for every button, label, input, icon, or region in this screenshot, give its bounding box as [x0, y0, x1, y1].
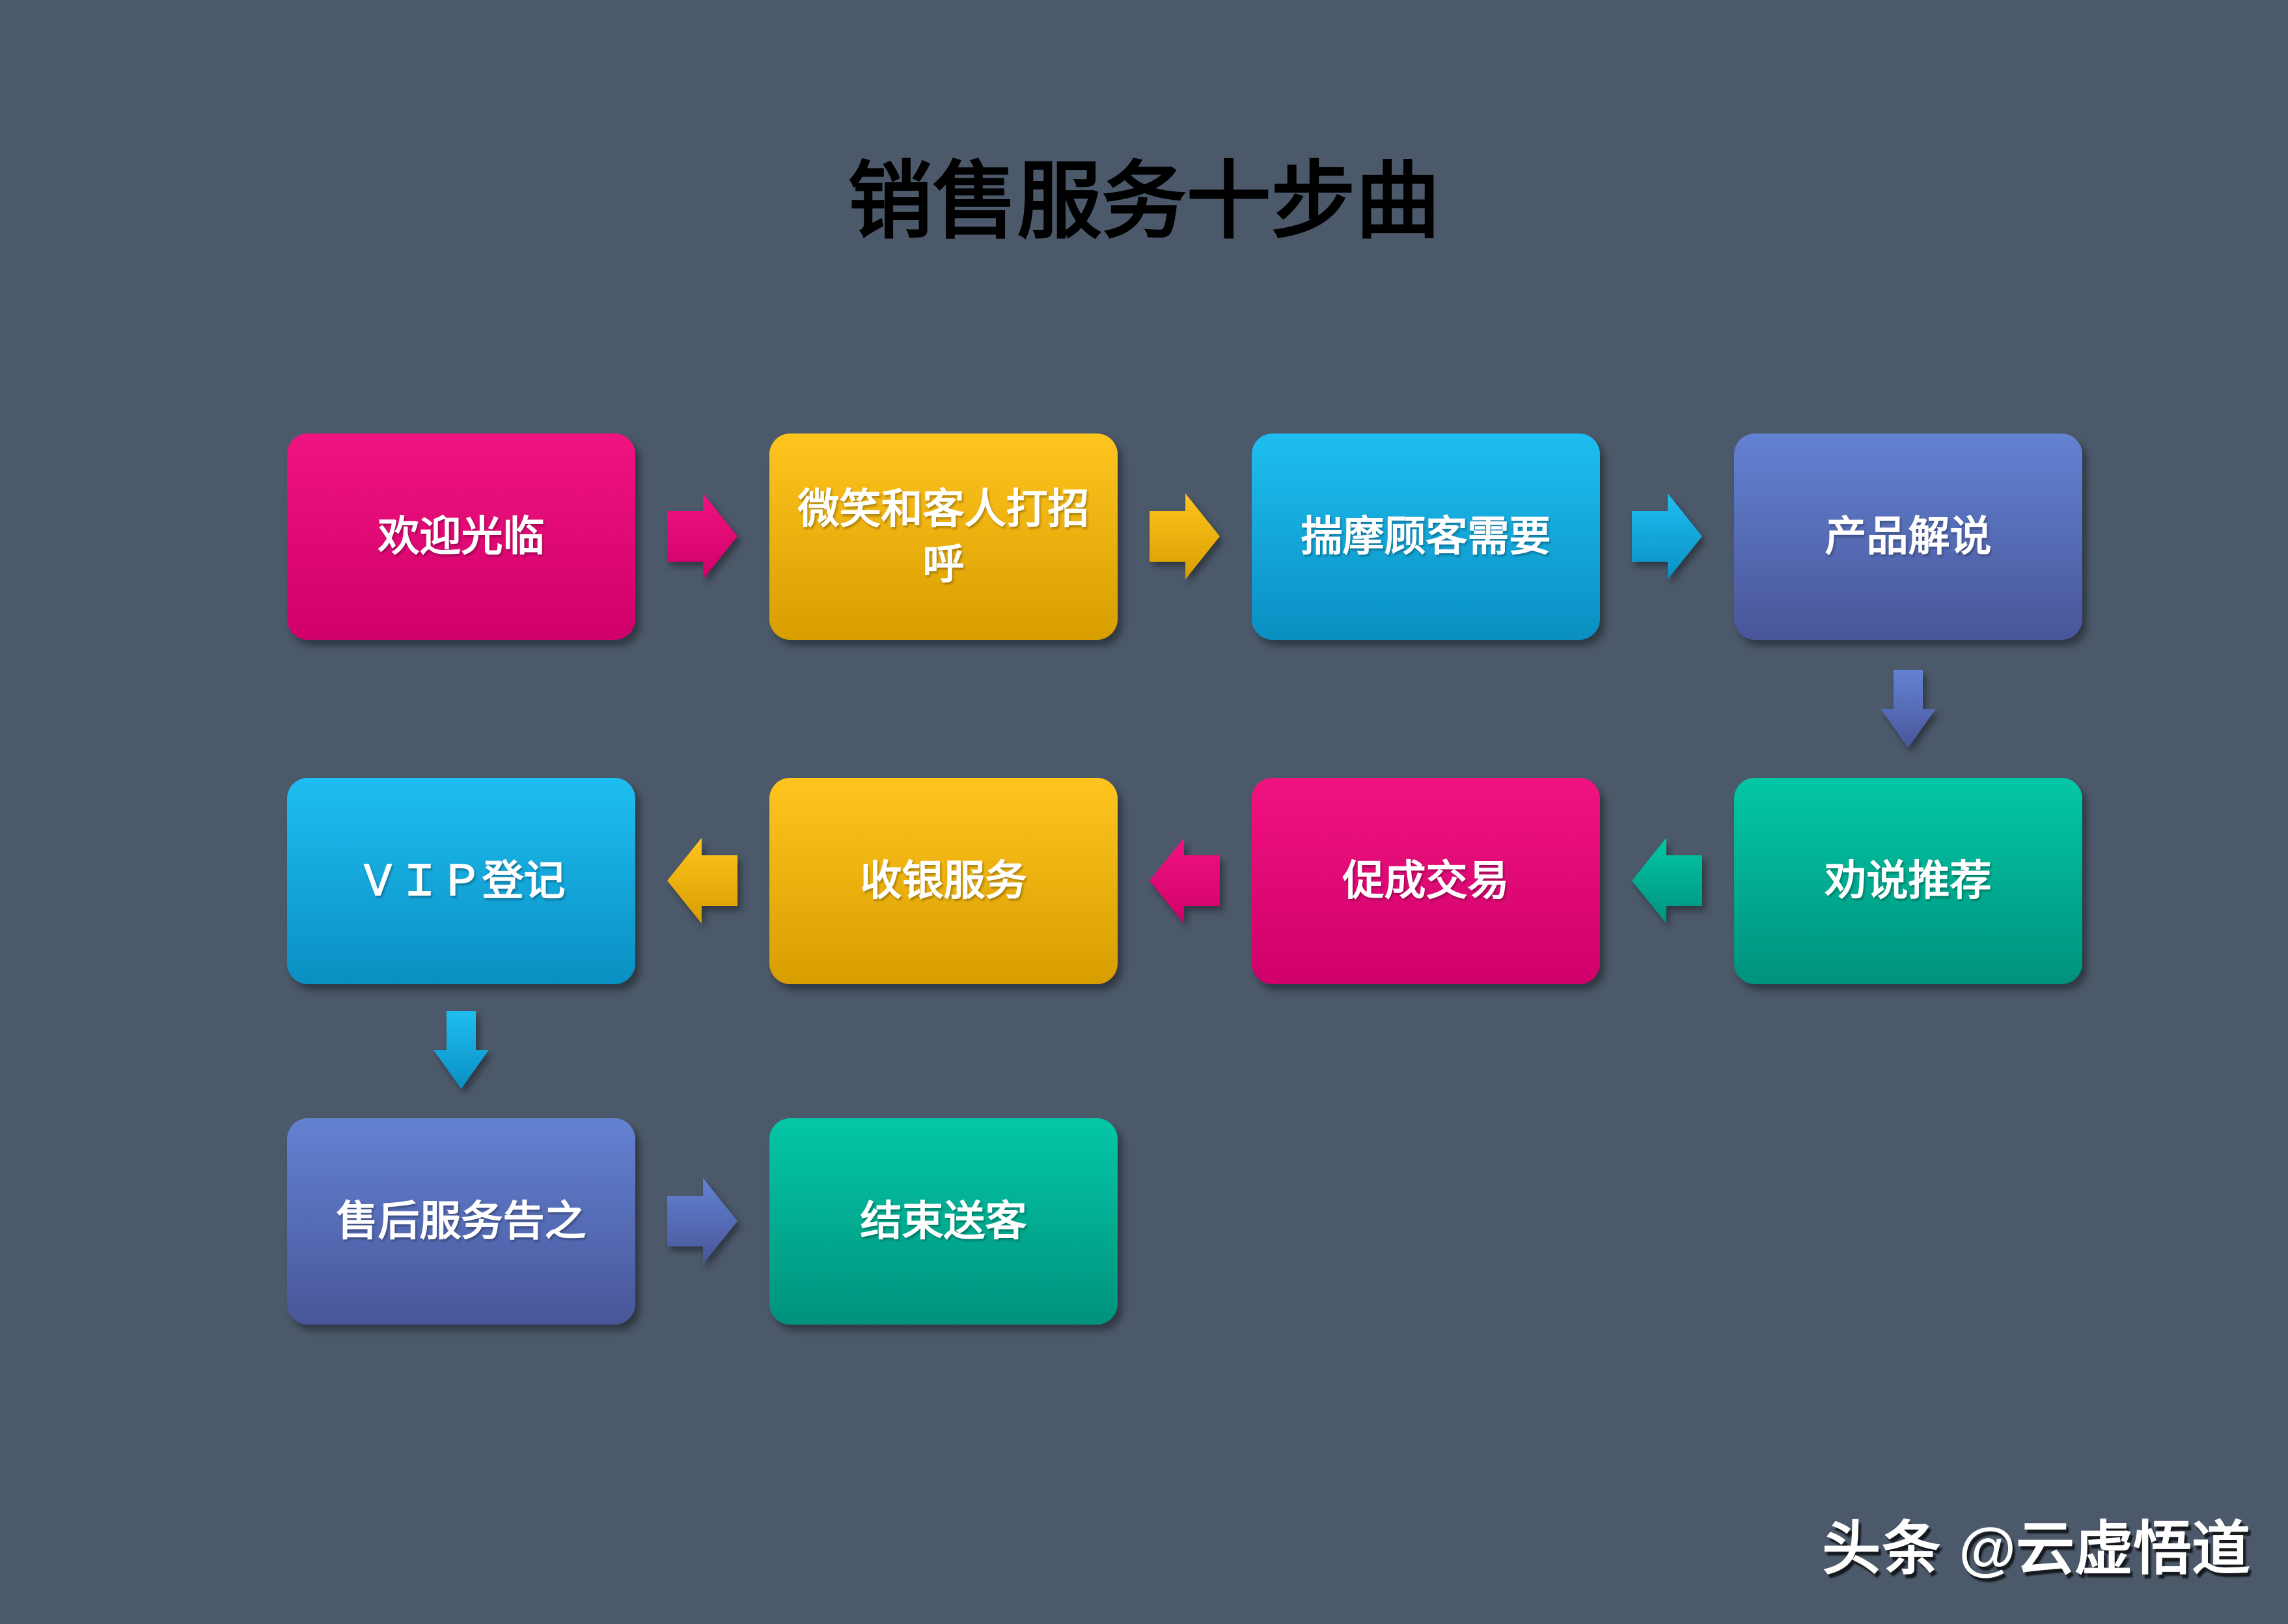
step-label: 欢迎光临: [378, 513, 545, 560]
arrow-right-icon: [667, 493, 737, 579]
arrow-shape: [667, 838, 737, 924]
arrow-right-icon: [1632, 493, 1702, 579]
step-box-persuade-recommend: 劝说推荐: [1734, 778, 2082, 984]
step-box-smile-greet: 微笑和客人打招呼: [769, 434, 1118, 640]
arrow-right-icon: [667, 1178, 737, 1264]
arrow-right-icon: [1150, 493, 1220, 579]
arrow-shape: [434, 1011, 489, 1089]
arrow-shape: [1150, 493, 1220, 579]
arrow-left-icon: [667, 838, 737, 924]
watermark-handle: @云虚悟道: [1959, 1517, 2250, 1582]
step-label: ＶＩＰ登记: [357, 857, 566, 905]
step-label: 售后服务告之: [336, 1198, 586, 1245]
step-label: 收银服务: [860, 857, 1027, 905]
arrow-left-icon: [1150, 838, 1220, 924]
step-box-farewell: 结束送客: [769, 1118, 1118, 1325]
arrow-shape: [1150, 838, 1220, 924]
arrow-shape: [1632, 838, 1702, 924]
step-box-product-explain: 产品解说: [1734, 434, 2082, 640]
step-box-welcome: 欢迎光临: [287, 434, 635, 640]
arrow-shape: [667, 1178, 737, 1264]
watermark: 头条@云虚悟道: [1822, 1520, 2250, 1578]
step-box-assess-needs: 揣摩顾客需要: [1252, 434, 1600, 640]
step-label: 结束送客: [860, 1198, 1027, 1245]
step-label: 劝说推荐: [1825, 857, 1992, 905]
step-box-aftersale-inform: 售后服务告之: [287, 1118, 635, 1325]
watermark-brand: 头条: [1822, 1517, 1942, 1582]
step-label: 微笑和客人打招呼: [797, 486, 1090, 588]
arrow-shape: [667, 493, 737, 579]
step-box-close-deal: 促成交易: [1252, 778, 1600, 984]
arrow-down-icon: [434, 1011, 489, 1089]
step-label: 揣摩顾客需要: [1301, 513, 1551, 560]
step-label: 产品解说: [1825, 513, 1992, 560]
step-box-vip-register: ＶＩＰ登记: [287, 778, 635, 984]
page-title: 销售服务十步曲: [848, 154, 1440, 249]
step-box-cashier-service: 收银服务: [769, 778, 1118, 984]
arrow-left-icon: [1632, 838, 1702, 924]
arrow-down-icon: [1881, 670, 1936, 748]
step-label: 促成交易: [1342, 857, 1509, 905]
arrow-shape: [1881, 670, 1936, 748]
arrow-shape: [1632, 493, 1702, 579]
